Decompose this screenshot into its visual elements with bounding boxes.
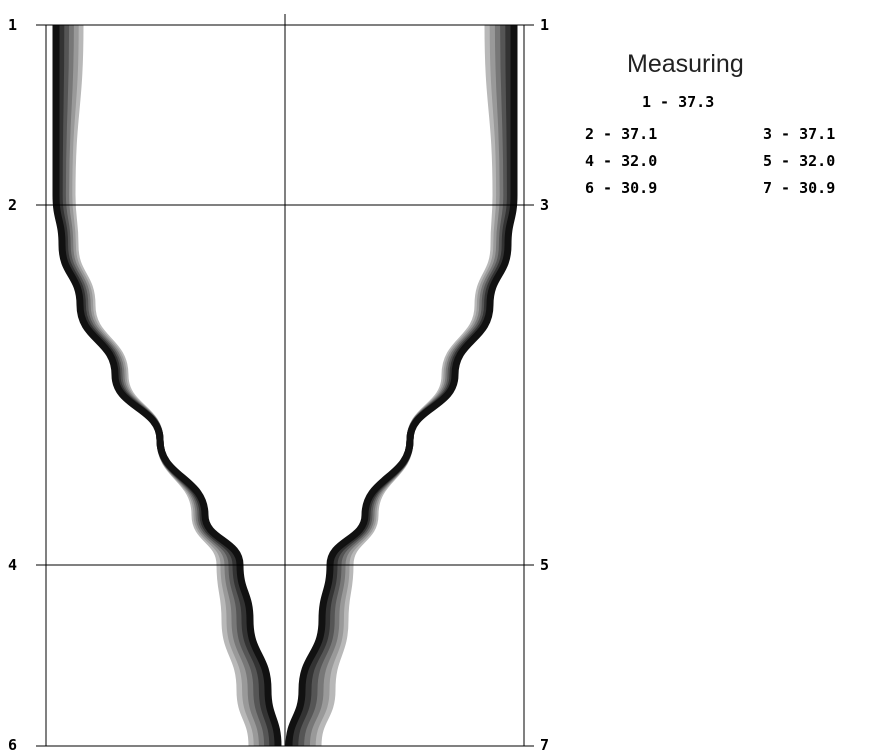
- axes: [36, 14, 534, 747]
- legend-dash: -: [594, 125, 621, 143]
- right-label-1: 1: [540, 16, 549, 34]
- left-axis-labels: 1 2 4 6: [8, 16, 17, 751]
- legend: Measuring 1 - 37.3 2 - 37.1 3 - 37.1 4 -…: [585, 50, 835, 197]
- left-label-3: 4: [8, 556, 17, 574]
- legend-dash: -: [594, 152, 621, 170]
- legend-entry-7: 7 - 30.9: [763, 179, 835, 197]
- legend-dash: -: [772, 152, 799, 170]
- left-label-2: 2: [8, 196, 17, 214]
- right-label-3: 5: [540, 556, 549, 574]
- right-profile-band-2: [291, 24, 514, 747]
- right-profile-band-1: [285, 24, 518, 747]
- legend-entry-1-point: 1: [642, 93, 651, 111]
- right-axis-labels: 1 3 5 7: [540, 16, 549, 751]
- profile-shading: [52, 24, 518, 747]
- legend-entry-4: 4 - 32.0: [585, 152, 657, 170]
- right-profile-band-4: [302, 24, 507, 747]
- right-label-2: 3: [540, 196, 549, 214]
- left-profile-band-5: [65, 24, 261, 747]
- legend-entry-7-point: 7: [763, 179, 772, 197]
- legend-entry-3-point: 3: [763, 125, 772, 143]
- legend-entry-6: 6 - 30.9: [585, 179, 657, 197]
- legend-entry-4-point: 4: [585, 152, 594, 170]
- legend-entry-3: 3 - 37.1: [763, 125, 835, 143]
- legend-dash: -: [651, 93, 678, 111]
- legend-title: Measuring: [627, 50, 744, 78]
- left-label-4: 6: [8, 736, 17, 751]
- legend-entry-1-value: 37.3: [678, 93, 714, 111]
- legend-entry-5-point: 5: [763, 152, 772, 170]
- legend-entry-3-value: 37.1: [799, 125, 835, 143]
- legend-entry-7-value: 30.9: [799, 179, 835, 197]
- legend-entry-1: 1 - 37.3: [642, 93, 714, 111]
- legend-entry-2-point: 2: [585, 125, 594, 143]
- legend-dash: -: [772, 125, 799, 143]
- legend-entry-6-point: 6: [585, 179, 594, 197]
- right-profile-band-6: [314, 24, 500, 747]
- legend-entry-5: 5 - 32.0: [763, 152, 835, 170]
- legend-entry-2-value: 37.1: [621, 125, 657, 143]
- right-profile-band-3: [297, 24, 511, 747]
- legend-entry-5-value: 32.0: [799, 152, 835, 170]
- legend-entry-4-value: 32.0: [621, 152, 657, 170]
- left-profile-band-1: [52, 25, 282, 747]
- legend-dash: -: [594, 179, 621, 197]
- left-label-1: 1: [8, 16, 17, 34]
- legend-entry-2: 2 - 37.1: [585, 125, 657, 143]
- left-profile-band-6: [68, 24, 256, 747]
- legend-dash: -: [772, 179, 799, 197]
- right-profile-band-5: [308, 24, 504, 747]
- legend-entry-6-value: 30.9: [621, 179, 657, 197]
- right-label-4: 7: [540, 736, 549, 751]
